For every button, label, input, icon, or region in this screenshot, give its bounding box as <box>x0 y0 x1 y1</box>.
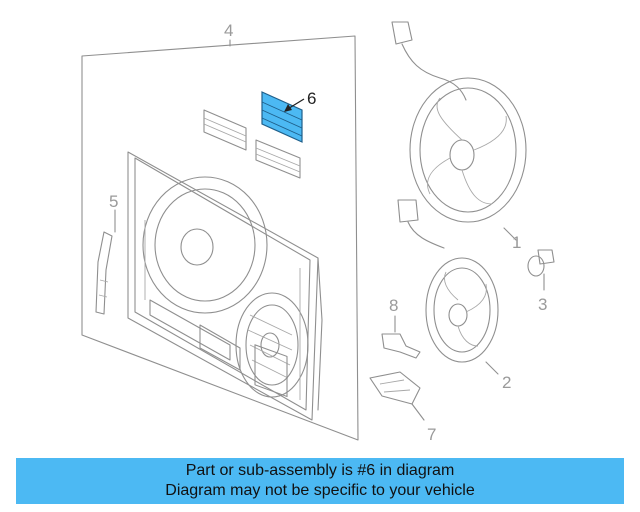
part-6-highlighted: 6 <box>261 89 316 143</box>
parts-diagram: 4 6 5 <box>81 21 555 444</box>
callout-6: 6 <box>307 89 316 108</box>
part-2-fan: 2 <box>397 199 511 392</box>
shroud-panel-outline: 4 <box>81 21 359 441</box>
callout-2: 2 <box>502 373 511 392</box>
callout-8: 8 <box>389 296 398 315</box>
callout-4: 4 <box>224 21 233 40</box>
part-3-sensor: 3 <box>527 249 555 314</box>
clip-outline-b <box>255 139 301 179</box>
banner-line-1: Part or sub-assembly is #6 in diagram <box>185 462 455 479</box>
info-banner: Part or sub-assembly is #6 in diagram Di… <box>16 458 624 504</box>
callout-3: 3 <box>538 295 547 314</box>
part-8-connector: 8 <box>381 296 421 359</box>
fan-shroud <box>127 151 323 421</box>
banner-line-2: Diagram may not be specific to your vehi… <box>165 482 475 499</box>
part-7-module: 7 <box>369 371 436 444</box>
clip-outline-a <box>203 109 247 151</box>
part-5-bracket: 5 <box>95 192 118 315</box>
callout-7: 7 <box>427 425 436 444</box>
callout-5: 5 <box>109 192 118 211</box>
callout-1: 1 <box>512 233 521 252</box>
part-1-fan: 1 <box>391 21 527 252</box>
